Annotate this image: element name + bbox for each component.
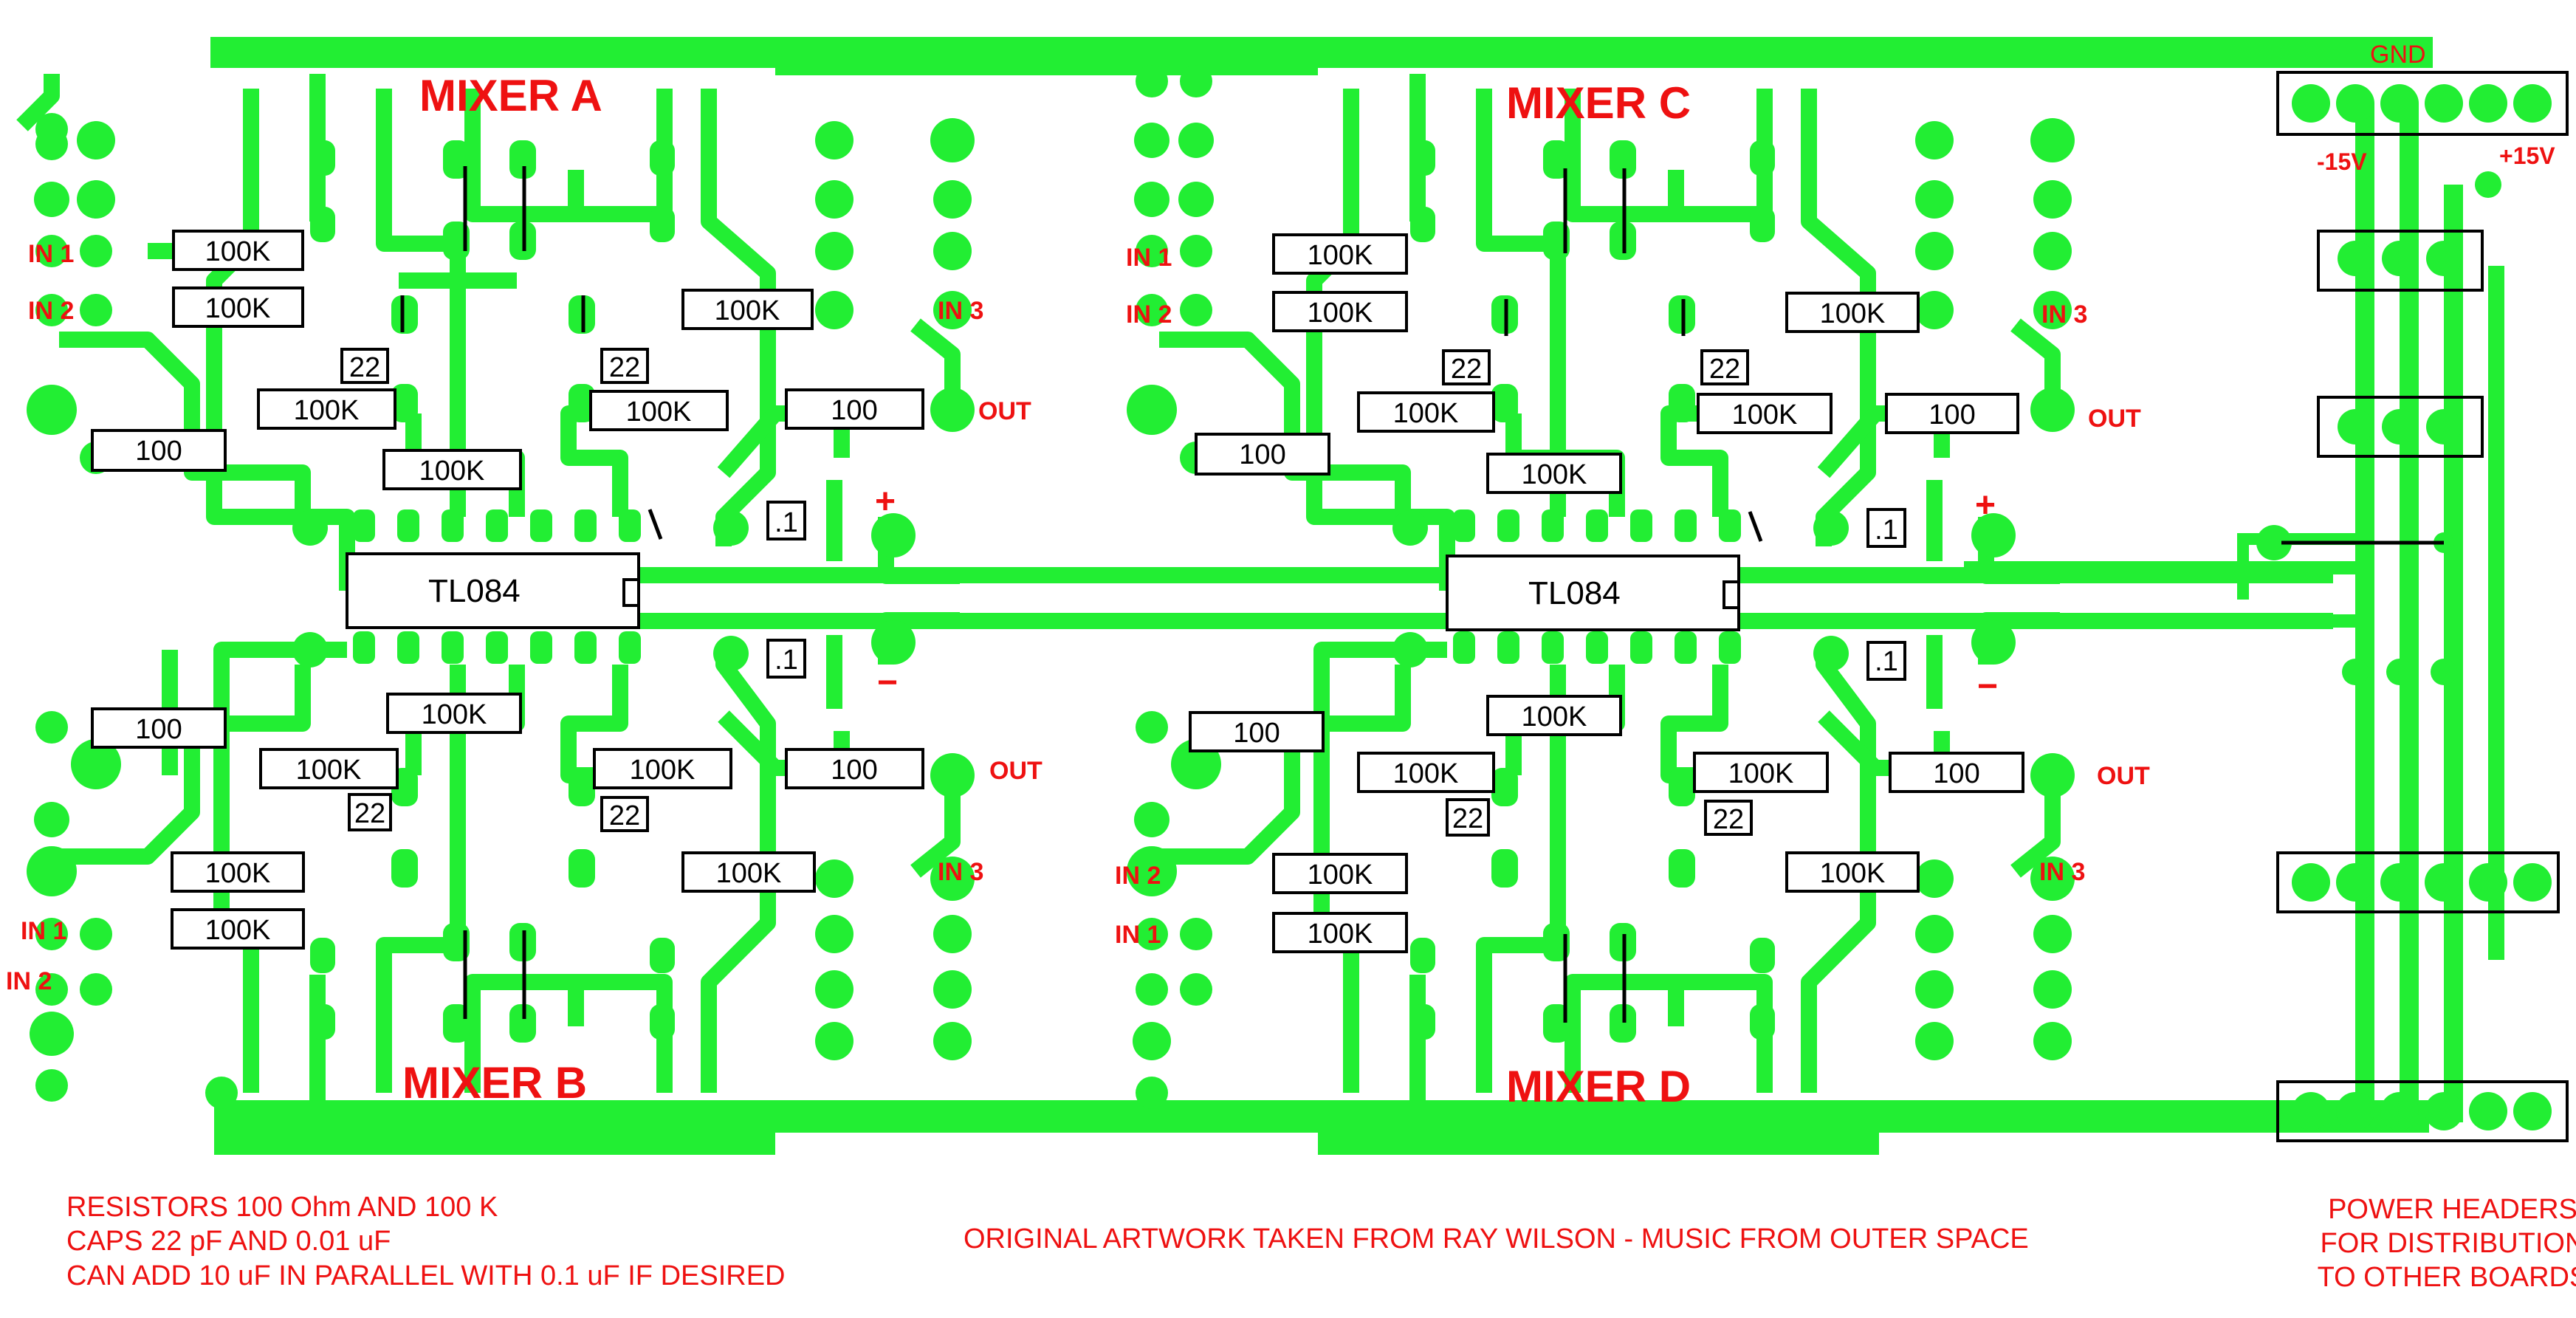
capacitor-value: 22 (1451, 354, 1482, 385)
mixer-c-title: MIXER C (1506, 78, 1691, 128)
mixer-a-in2-label: IN 2 (28, 297, 74, 325)
resistor-value: 100K (630, 755, 695, 786)
capacitor-value: 22 (609, 800, 640, 831)
mixer-d-in1-label: IN 1 (1115, 921, 1161, 949)
minus-sign: − (877, 663, 898, 702)
resistor-value: 100K (419, 456, 485, 487)
component-overlay (91, 71, 2569, 1142)
capacitor-value: .1 (774, 645, 798, 676)
plus-sign: + (1975, 486, 1996, 525)
gnd-label: GND (2370, 41, 2426, 69)
mixer-d-in2-label: IN 2 (1115, 862, 1161, 890)
capacitor-value: .1 (774, 507, 798, 538)
mixer-a-out-label: OUT (978, 397, 1031, 425)
resistor-value: 100K (716, 858, 782, 889)
mixer-c-in2-label: IN 2 (1126, 301, 1172, 329)
resistor-value: 100K (1393, 398, 1459, 429)
resistor-value: 100K (422, 699, 487, 730)
resistor-value: 100 (1239, 439, 1285, 470)
resistor-value: 100K (296, 755, 362, 786)
mixer-c-in3-label: IN 3 (2041, 301, 2087, 329)
capacitor-value: 22 (609, 352, 640, 383)
resistor-value: 100 (831, 755, 877, 786)
resistor-value: 100K (205, 293, 271, 324)
resistor-value: 100 (135, 436, 182, 467)
resistor-value: 100K (1820, 298, 1886, 329)
jumper-wires (400, 166, 2444, 1023)
mixer-d-out-label: OUT (2097, 762, 2150, 790)
board-traces (210, 37, 2504, 1155)
mixer-b-in3-label: IN 3 (938, 858, 983, 886)
ic-label: TL084 (428, 573, 521, 609)
resistor-value: 100 (1233, 718, 1280, 749)
credit-text: ORIGINAL ARTWORK TAKEN FROM RAY WILSON -… (964, 1223, 2029, 1254)
mixer-d-in3-label: IN 3 (2039, 858, 2085, 886)
mixer-a-in3-label: IN 3 (938, 297, 983, 325)
resistor-value: 100K (1820, 858, 1886, 889)
resistor-value: 100 (831, 395, 877, 426)
resistor-value: 100K (715, 295, 780, 326)
resistor-value: 100K (1308, 240, 1373, 271)
power-header-pads (2256, 84, 2552, 1130)
capacitor-value: .1 (1875, 515, 1898, 546)
mixer-c-in1-label: IN 1 (1126, 244, 1172, 272)
negative-15v-label: -15V (2317, 148, 2367, 175)
capacitor-value: 22 (1452, 803, 1483, 834)
resistor-value: 100K (205, 858, 271, 889)
plus-sign: + (875, 482, 896, 521)
mixer-d (1127, 612, 2075, 1109)
notes-resistors: RESISTORS 100 Ohm AND 100 K (66, 1192, 498, 1223)
capacitor-value: 22 (1709, 354, 1740, 385)
power-headers-note: TO OTHER BOARDS (2318, 1262, 2576, 1293)
ic-mixer-cd (1446, 555, 1740, 631)
capacitor-value: 22 (1713, 804, 1744, 835)
resistor-value: 100K (205, 915, 271, 946)
resistor-value: 100K (205, 236, 271, 267)
mixer-b-title: MIXER B (402, 1058, 587, 1108)
resistor-value: 100 (1928, 399, 1975, 430)
resistor-value: 100K (1732, 399, 1798, 430)
capacitor-value: .1 (1875, 646, 1898, 677)
ic-mixer-ab (346, 552, 640, 629)
resistor-value: 100K (294, 395, 360, 426)
resistor-value: 100K (1393, 758, 1459, 789)
resistor-value: 100 (135, 714, 182, 745)
mixer-c (1127, 65, 2075, 664)
mixer-d-title: MIXER D (1506, 1062, 1691, 1111)
ic-label: TL084 (1528, 575, 1621, 611)
resistor-value: 100K (1308, 298, 1373, 329)
mixer-b-in2-label: IN 2 (6, 967, 52, 995)
resistor-value: 100K (1522, 459, 1587, 490)
mixer-b-out-label: OUT (989, 757, 1043, 785)
resistor-value: 100K (626, 397, 692, 428)
mixer-b-in1-label: IN 1 (21, 917, 66, 945)
resistor-value: 100K (1308, 919, 1373, 950)
positive-15v-label: +15V (2499, 143, 2555, 169)
mixer-a-in1-label: IN 1 (28, 240, 74, 268)
resistor-value: 100K (1728, 758, 1794, 789)
minus-sign: − (1977, 667, 1998, 706)
mixer-a-title: MIXER A (419, 71, 602, 120)
capacitor-value: 22 (354, 798, 385, 829)
capacitor-value: 22 (349, 352, 380, 383)
resistor-value: 100K (1522, 701, 1587, 732)
notes-caps: CAPS 22 pF AND 0.01 uF (66, 1226, 391, 1257)
resistor-value: 100 (1933, 758, 1979, 789)
resistor-value: 100K (1308, 859, 1373, 890)
power-headers-note: POWER HEADERS (2328, 1194, 2576, 1225)
mixer-a (16, 74, 975, 664)
power-headers-note: FOR DISTRIBUTION (2321, 1228, 2576, 1259)
notes-parallel-cap: CAN ADD 10 uF IN PARALLEL WITH 0.1 uF IF… (66, 1260, 786, 1291)
mixer-c-out-label: OUT (2088, 405, 2141, 433)
